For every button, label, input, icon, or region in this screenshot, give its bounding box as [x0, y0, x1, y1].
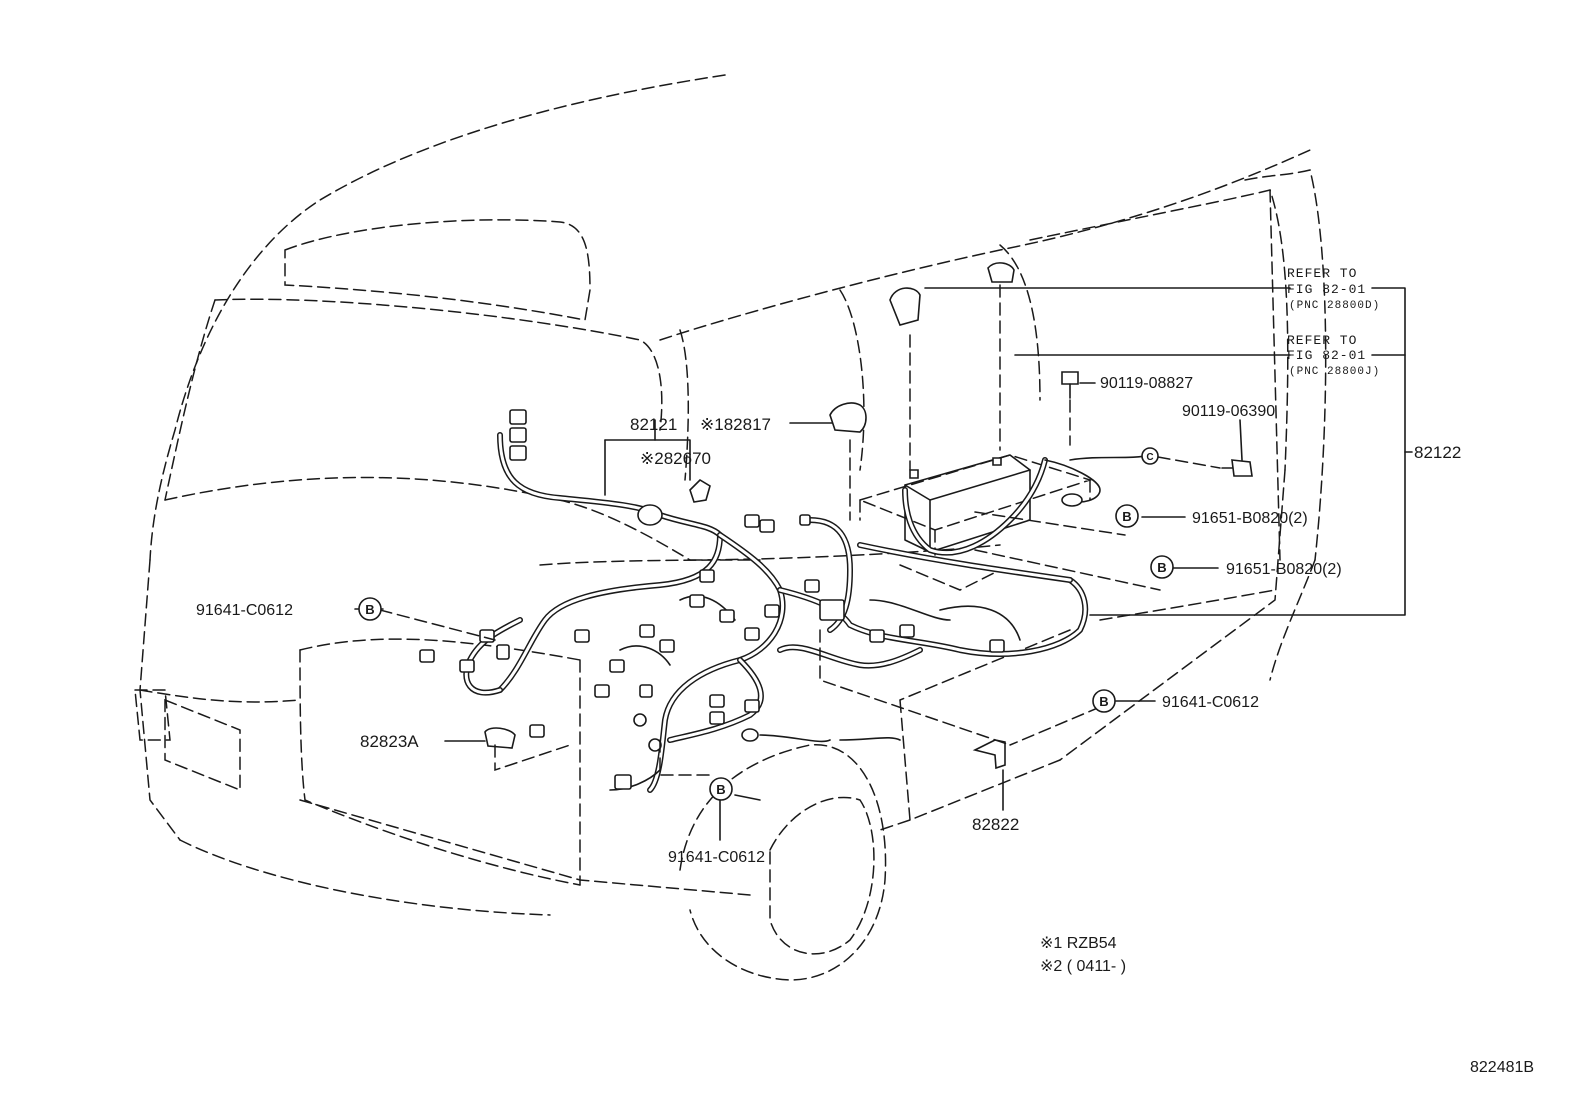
- marker-c: C: [1141, 447, 1159, 465]
- marker-b-bottom: B: [709, 777, 733, 801]
- svg-text:(PNC 28800D): (PNC 28800D): [1289, 300, 1380, 312]
- label-91641-right: 91641-C0612: [1162, 694, 1259, 711]
- label-91641-bottom: 91641-C0612: [668, 849, 765, 866]
- svg-text:B: B: [1157, 560, 1166, 575]
- label-82670: ※282670: [640, 449, 711, 468]
- label-91651-clamp2: 91651-B0820(2): [1226, 561, 1342, 578]
- marker-b-right: B: [1092, 689, 1116, 713]
- part-82670-relay: [689, 478, 711, 503]
- note-1: ※1 RZB54: [1040, 935, 1117, 952]
- svg-text:FIG 82-01: FIG 82-01: [1287, 348, 1366, 363]
- marker-b-clamp2: B: [1150, 555, 1174, 579]
- label-90119-06390: 90119-06390: [1182, 403, 1275, 420]
- front-wheel: [679, 744, 887, 981]
- label-91641-left: 91641-C0612: [196, 602, 293, 619]
- svg-text:C: C: [1146, 452, 1153, 463]
- marker-b-left: B: [358, 597, 382, 621]
- connectors: [419, 409, 1005, 790]
- label-82121: 82121: [630, 415, 677, 434]
- label-82822: 82822: [972, 815, 1019, 834]
- part-terminal-cover: [889, 287, 921, 326]
- reference-28800j: REFER TO FIG 82-01 (PNC 28800J): [1287, 333, 1380, 378]
- vehicle-outline: [134, 74, 1327, 916]
- reference-28800d: REFER TO FIG 82-01 (PNC 28800D): [1287, 266, 1380, 312]
- ring-terminal: [1061, 493, 1083, 507]
- leader-lines: [354, 284, 1413, 841]
- label-90119-08827: 90119-08827: [1100, 375, 1193, 392]
- svg-text:B: B: [716, 782, 725, 797]
- label-91651-clamp1: 91651-B0820(2): [1192, 510, 1308, 527]
- diagram-id: 822481B: [1470, 1059, 1534, 1076]
- svg-text:(PNC 28800J): (PNC 28800J): [1289, 366, 1380, 378]
- label-82122: 82122: [1414, 443, 1461, 462]
- battery: [857, 454, 1093, 591]
- part-terminal: [987, 262, 1015, 283]
- bolt-90119-06390: [1221, 459, 1253, 477]
- svg-text:B: B: [1099, 694, 1108, 709]
- svg-text:REFER TO: REFER TO: [1287, 333, 1357, 348]
- part-82822-bracket: [972, 739, 1006, 770]
- svg-text:REFER TO: REFER TO: [1287, 266, 1357, 281]
- svg-text:B: B: [1122, 509, 1131, 524]
- svg-text:FIG 82-01: FIG 82-01: [1287, 282, 1366, 297]
- svg-text:B: B: [365, 602, 374, 617]
- label-82817: ※182817: [700, 415, 771, 434]
- wire-harness: [463, 432, 1151, 793]
- marker-b-clamp1: B: [1115, 504, 1139, 528]
- part-82823a-clamp: [484, 727, 516, 749]
- part-82817-cover: [829, 402, 867, 433]
- label-82823a: 82823A: [360, 732, 419, 751]
- bolt-90119-08827: [1061, 371, 1079, 399]
- note-2: ※2 ( 0411- ): [1040, 958, 1126, 975]
